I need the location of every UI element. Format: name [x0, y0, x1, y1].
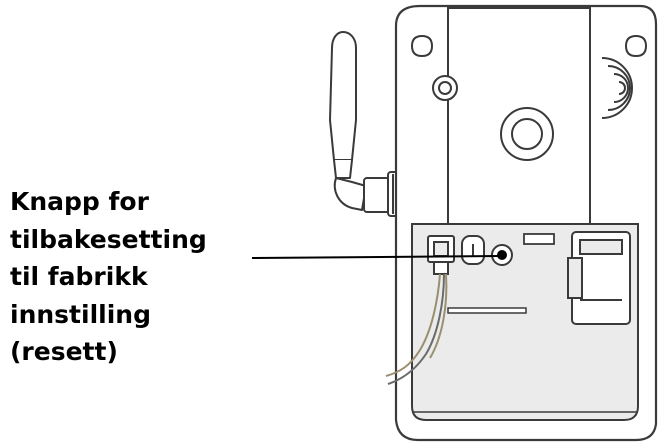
ribbon-slot	[523, 233, 555, 245]
callout-leader-line	[251, 255, 501, 259]
label-line-2: tilbakesetting	[10, 224, 207, 254]
sd-card-slot	[567, 231, 631, 325]
label-line-3: til fabrikk	[10, 262, 148, 291]
label-line-4: innstilling	[10, 299, 151, 329]
cable-bundle	[385, 273, 448, 385]
vent-slot	[447, 307, 527, 314]
label-line-1: Knapp for	[10, 187, 149, 216]
reset-button-label: Knapp for tilbakesetting til fabrikk inn…	[10, 183, 250, 371]
light-sensor-icon	[432, 75, 458, 101]
label-line-5: (resett)	[10, 337, 118, 366]
reset-button-icon	[491, 244, 513, 266]
mounting-holes	[410, 34, 648, 58]
camera-lens-icon	[500, 107, 554, 161]
speaker-icon	[601, 57, 633, 119]
